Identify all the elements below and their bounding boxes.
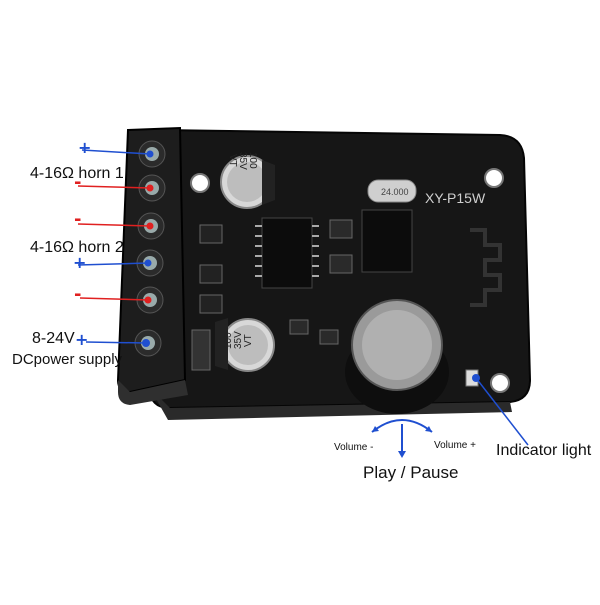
supply-label: DCpower supply <box>12 351 123 368</box>
minus-sign: - <box>74 172 82 193</box>
arc-arrow-icon <box>371 419 433 458</box>
crystal-text: 24.000 <box>381 187 409 197</box>
plus-sign: + <box>73 253 87 272</box>
indicator-label: Indicator light <box>496 442 592 459</box>
volume-minus-label: Volume - <box>334 442 374 453</box>
rotary-knob <box>345 299 449 414</box>
cap-top-line3: VT <box>227 154 238 167</box>
horn2-label: 4-16Ω horn 2 <box>30 239 124 256</box>
cap-bottom-line2: 35V <box>233 331 244 349</box>
capacitor-top <box>220 155 275 209</box>
mount-hole <box>484 168 504 188</box>
plus-sign: + <box>78 138 92 157</box>
board-model-text: XY-P15W <box>425 190 486 206</box>
voltage-label: 8-24V <box>32 330 75 347</box>
volume-plus-label: Volume + <box>434 440 476 451</box>
mount-hole <box>490 373 510 393</box>
cap-top-line2: 35V <box>237 152 248 170</box>
minus-sign: - <box>74 284 82 305</box>
capacitor-bottom <box>215 318 275 372</box>
cap-top-line1: 100 <box>247 152 258 169</box>
crystal <box>367 179 417 203</box>
amp-chip <box>261 217 313 289</box>
horn1-label: 4-16Ω horn 1 <box>30 165 124 182</box>
wifi-antenna-icon <box>470 228 502 307</box>
wire-markers <box>77 149 154 347</box>
minus-sign: - <box>74 209 82 230</box>
play-pause-label: Play / Pause <box>363 463 459 482</box>
pointer-line-icon <box>475 377 529 446</box>
cap-bottom-line1: 100 <box>223 332 234 349</box>
plus-sign: + <box>75 330 89 349</box>
mount-hole <box>190 173 210 193</box>
bt-chip <box>361 209 413 273</box>
cap-bottom-line3: VT <box>243 334 254 347</box>
